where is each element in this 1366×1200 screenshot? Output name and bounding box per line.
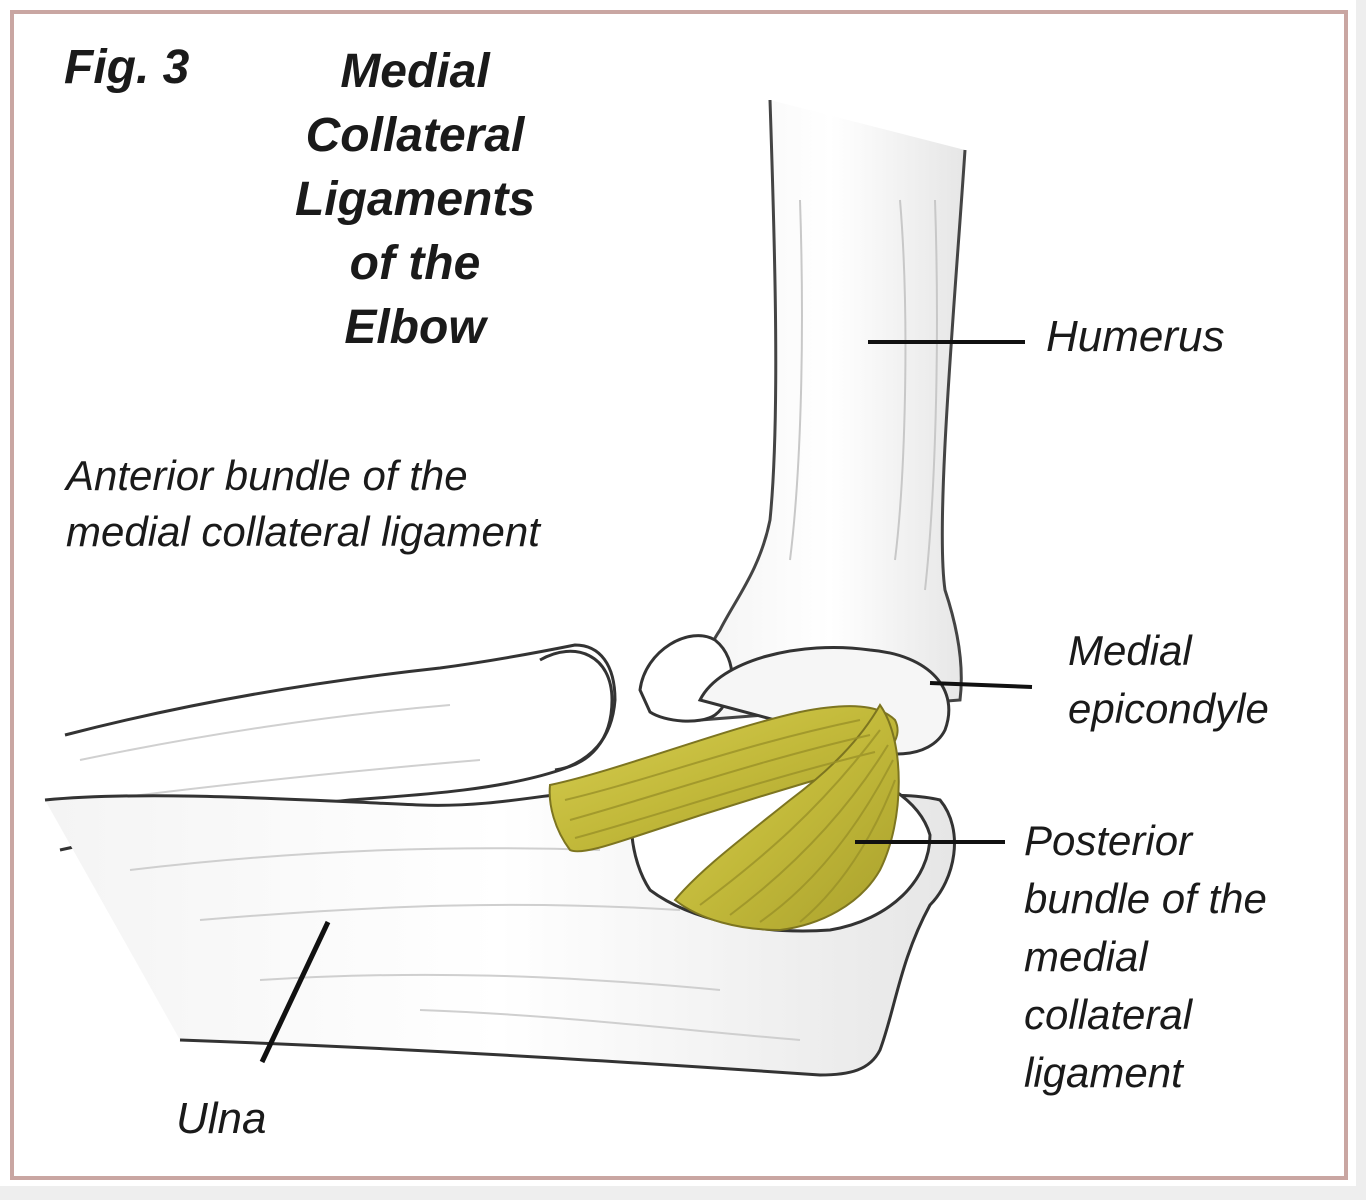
radius-shading [79, 704, 481, 801]
humerus-bone [694, 99, 967, 722]
ligament-fibers [564, 719, 896, 923]
posterior-bundle-label: Posterior bundle of the medial collatera… [1024, 812, 1267, 1102]
epicondyle-line: Medial [1068, 627, 1192, 674]
title-line: Collateral [305, 109, 525, 162]
posterior-bundle-line: ligament [1024, 1049, 1183, 1096]
title-line: of the [349, 237, 481, 290]
title-line: Ligaments [294, 173, 536, 226]
ulna-label: Ulna [176, 1094, 267, 1143]
humerus-shading [789, 199, 938, 591]
humerus-label: Humerus [1046, 312, 1225, 361]
anterior-bundle-label: Anterior bundle of the medial collateral… [66, 448, 540, 560]
title-line: Medial [340, 45, 490, 98]
ulna-leader [259, 920, 331, 1064]
medial-epicondyle-label: Medial epicondyle [1068, 622, 1269, 738]
figure-number: Fig. 3 [64, 41, 190, 94]
epicondyle-leader [929, 681, 1033, 689]
posterior-bundle-ligament [673, 703, 900, 932]
anterior-bundle-line: Anterior bundle of the [66, 452, 468, 499]
epicondyle-line: epicondyle [1068, 685, 1269, 732]
figure-title: Medial Collateral Ligaments of the Elbow [250, 40, 580, 360]
radius-head [539, 649, 614, 772]
posterior-bundle-line: collateral [1024, 991, 1193, 1038]
posterior-bundle-line: medial [1024, 933, 1148, 980]
posterior-bundle-line: bundle of the [1024, 875, 1267, 922]
ulna-shading [129, 847, 801, 1041]
title-line: Elbow [344, 301, 486, 354]
anterior-bundle-line: medial collateral ligament [66, 508, 540, 555]
posterior-bundle-line: Posterior [1024, 817, 1193, 864]
